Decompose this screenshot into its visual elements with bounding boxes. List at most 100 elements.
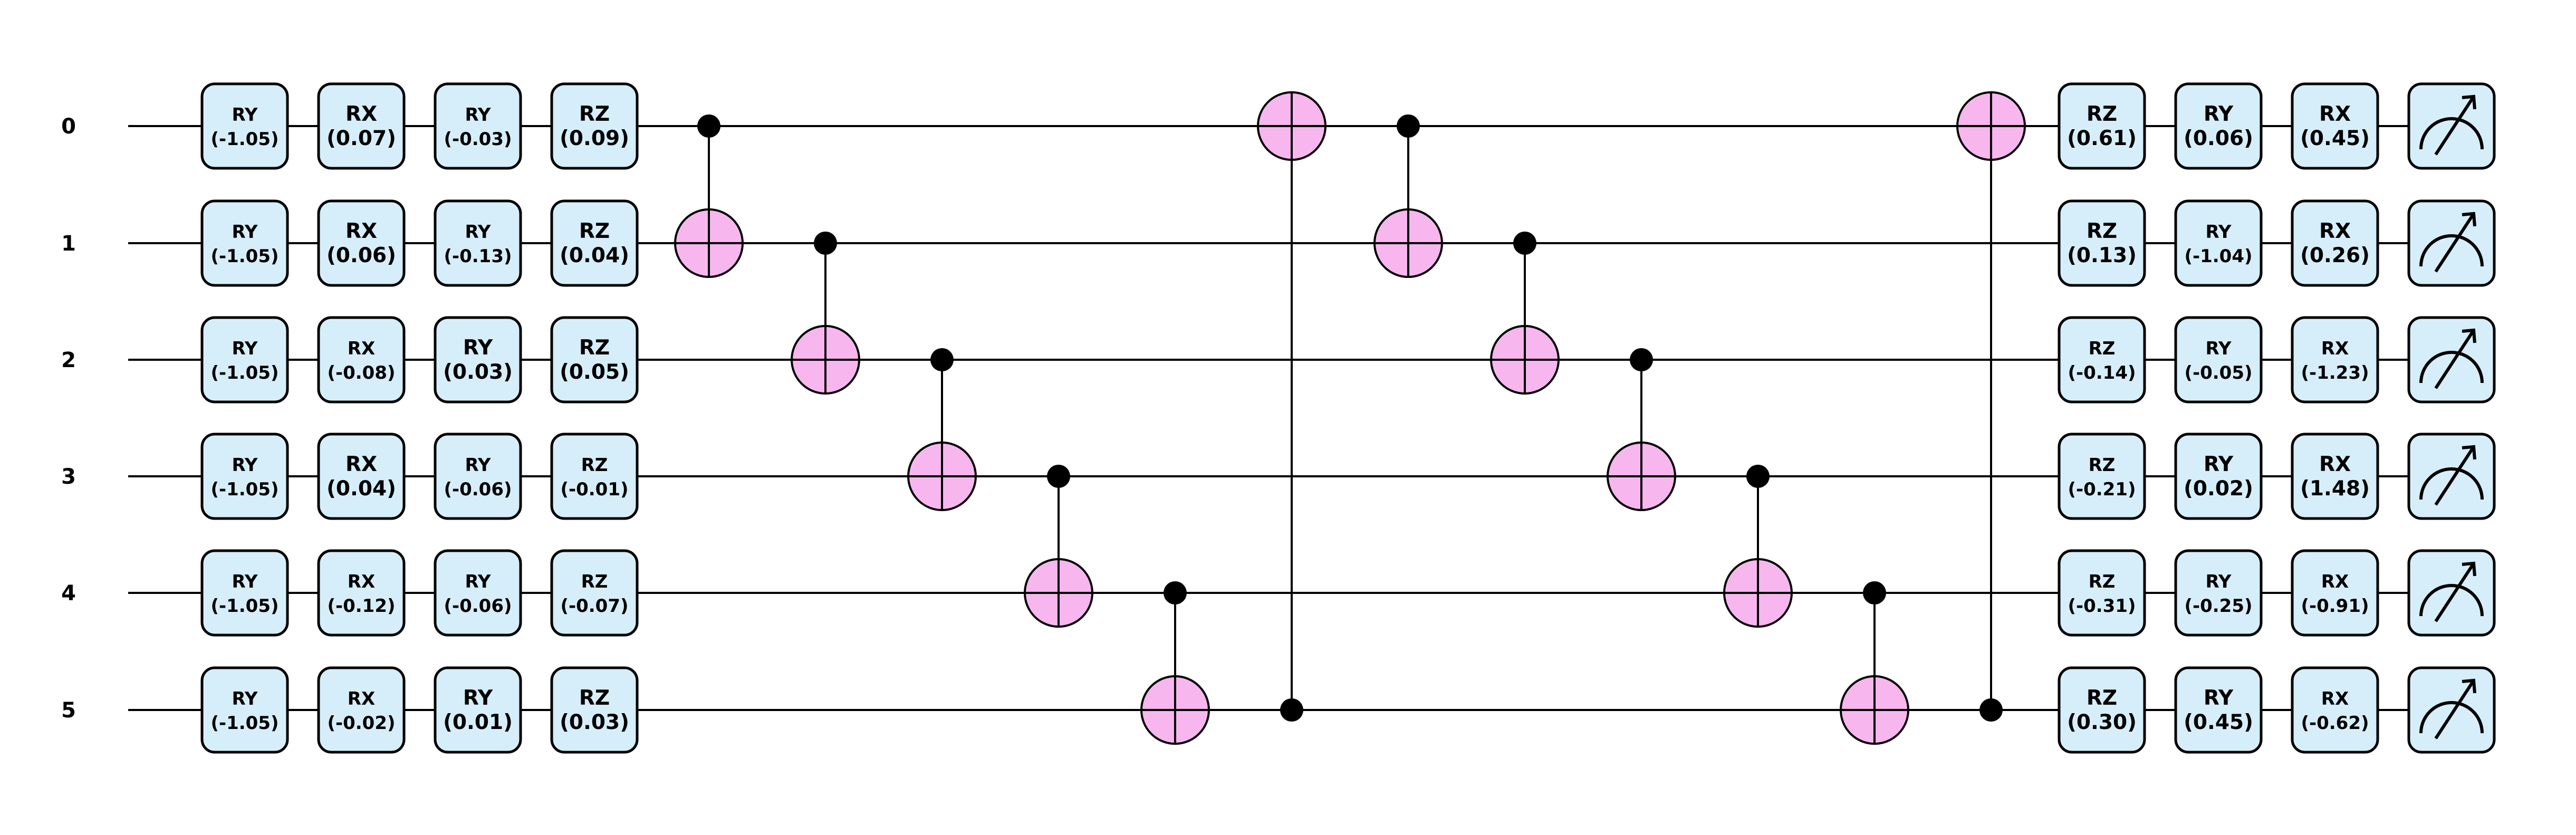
cnot-target [791, 325, 860, 395]
control-lines [708, 126, 1992, 710]
gate-box [200, 82, 289, 170]
gate-param: (-0.06) [444, 479, 512, 500]
gate-box [550, 199, 639, 287]
control-dot [1397, 114, 1420, 138]
gate-param: (-0.13) [444, 246, 512, 267]
rotation-gate-rz: RZ(-0.21) [2058, 433, 2146, 520]
gate-box [2058, 82, 2146, 170]
gate-param: (-1.05) [210, 479, 278, 500]
control-dot [1863, 581, 1886, 604]
gate-name: RZ [2087, 102, 2117, 126]
gate-box [2058, 666, 2146, 754]
gate-name: RX [345, 453, 377, 476]
gate-param: (-1.05) [210, 362, 278, 383]
rotation-gate-rx: RX(-0.02) [317, 666, 406, 754]
rotation-gate-rx: RX(0.07) [317, 82, 406, 170]
control-dot [1513, 232, 1536, 255]
gate-param: (0.01) [443, 711, 513, 734]
gate-box [317, 666, 406, 754]
gate-param: (-0.08) [327, 362, 395, 383]
gate-name: RX [345, 102, 377, 126]
rotation-gate-ry: RY(0.06) [2174, 82, 2263, 170]
gate-param: (-1.05) [210, 129, 278, 150]
gate-name: RX [348, 338, 375, 359]
rotation-gate-ry: RY(-1.05) [200, 316, 289, 404]
meter-needle [2434, 562, 2475, 622]
gate-param: (-1.04) [2184, 246, 2252, 267]
gate-box [2174, 199, 2263, 287]
gate-box [550, 82, 639, 170]
gate-name: RY [463, 336, 493, 360]
rotation-gate-rx: RX(0.26) [2291, 199, 2379, 287]
rotation-gate-ry: RY (-0.06) [434, 433, 522, 520]
gate-box [2058, 433, 2146, 520]
meter-arc [2419, 584, 2484, 617]
gate-name: RZ [2089, 455, 2116, 476]
meter-needle [2434, 95, 2475, 156]
gate-param: (-1.05) [210, 713, 278, 734]
rotation-gate-ry: RY(-0.05) [2174, 316, 2263, 404]
gate-param: (0.30) [2067, 711, 2137, 734]
rotation-gate-ry: RY(-0.13) [434, 199, 522, 287]
rotation-gate-rx: RX (-0.08) [317, 316, 406, 404]
meter-arc [2419, 701, 2484, 734]
gate-param: (0.13) [2067, 244, 2137, 267]
gate-name: RX [2319, 102, 2351, 126]
gate-name: RY [465, 455, 491, 476]
cnot-target [1257, 91, 1327, 161]
rotation-gate-ry: RY(0.02) [2174, 433, 2263, 520]
meter-icon [2407, 549, 2496, 637]
rotation-gate-rx: RX(1.48) [2291, 433, 2379, 520]
gate-box [550, 316, 639, 404]
gate-param: (-0.14) [2068, 362, 2136, 383]
gate-box [434, 549, 522, 637]
gate-box [434, 433, 522, 520]
gate-box [2291, 316, 2379, 404]
gate-param: (-0.07) [560, 596, 628, 617]
gate-param: (0.06) [2184, 127, 2253, 150]
rotation-gate-rz: RZ(0.30) [2058, 666, 2146, 754]
meter-needle [2434, 446, 2475, 506]
gate-box [2174, 433, 2263, 520]
rotation-gate-ry: RY (-1.05) [200, 433, 289, 520]
gate-box [2291, 82, 2379, 170]
gate-name: RY [232, 455, 258, 476]
rotation-gate-ry: RY (-1.05) [200, 82, 289, 170]
gate-param: (0.09) [560, 127, 629, 150]
rotation-gate-rz: RZ(-0.14) [2058, 316, 2146, 404]
rotation-gate-ry: RY(-0.06) [434, 549, 522, 637]
gate-name: RY [232, 104, 258, 126]
gate-box [317, 433, 406, 520]
meter-box [2407, 666, 2496, 754]
rotation-gate-ry: RY(-0.25) [2174, 549, 2263, 637]
rotation-gate-rx: RX(-0.62) [2291, 666, 2379, 754]
gate-box [2174, 549, 2263, 637]
qubit-label: 1 [61, 232, 76, 256]
rotation-gate-rx: RX(0.45) [2291, 82, 2379, 170]
meter-needle [2434, 679, 2475, 740]
gate-box [317, 316, 406, 404]
cnot-target [1024, 558, 1093, 628]
rotation-gate-rz: RZ (-0.07) [550, 549, 639, 637]
meter-needle [2434, 213, 2475, 273]
gate-name: RZ [581, 571, 608, 592]
control-dot [1630, 348, 1653, 371]
gate-name: RY [465, 104, 491, 126]
gate-name: RZ [579, 686, 610, 710]
control-dot [814, 232, 837, 255]
meter-arrowhead [2462, 561, 2476, 577]
gate-box [200, 433, 289, 520]
gate-param: (-1.05) [210, 246, 278, 267]
measurements [2407, 82, 2496, 754]
control-dot [1979, 698, 2003, 722]
gate-param: (-1.05) [210, 596, 278, 617]
gate-param: (-0.06) [444, 596, 512, 617]
gate-param: (-0.02) [327, 713, 395, 734]
gate-param: (0.45) [2184, 711, 2253, 734]
gate-name: RZ [579, 219, 610, 243]
cnot-target [1140, 675, 1210, 745]
gate-name: RY [232, 222, 258, 243]
meter-box [2407, 433, 2496, 520]
gate-name: RX [2321, 338, 2349, 359]
gate-box [317, 549, 406, 637]
